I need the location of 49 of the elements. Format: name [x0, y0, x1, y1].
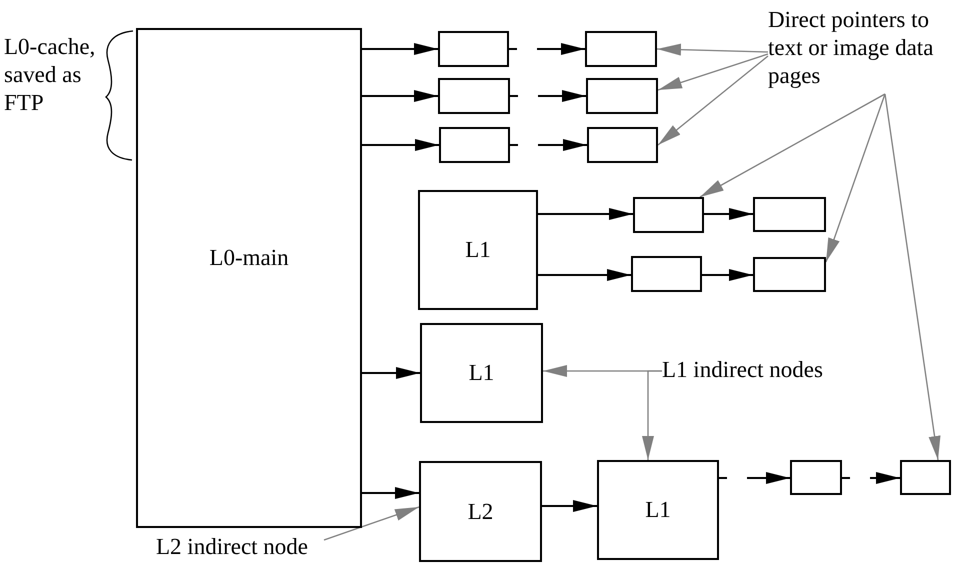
node-box	[418, 190, 538, 310]
brace-label: L0-cache, saved as FTP	[4, 33, 96, 117]
empty-box	[900, 460, 951, 495]
arrow	[542, 500, 597, 512]
arrow	[362, 367, 420, 379]
leader-arrow	[700, 93, 886, 198]
empty-box	[439, 127, 510, 163]
node-box	[597, 460, 719, 560]
leader-arrow	[825, 94, 886, 262]
arrow	[538, 269, 631, 281]
leader-arrow	[656, 44, 768, 56]
leader-arrow	[642, 370, 662, 460]
empty-box	[585, 31, 657, 67]
node-box	[419, 461, 542, 562]
arrow	[702, 269, 753, 281]
empty-box	[753, 257, 826, 292]
annotation-text: L1 indirect nodes	[662, 356, 867, 386]
arrow	[510, 90, 586, 102]
arrow	[362, 487, 419, 499]
arrow	[842, 472, 900, 484]
arrow	[362, 139, 439, 151]
arrow	[538, 208, 633, 220]
arrow	[510, 139, 587, 151]
empty-box	[633, 197, 704, 233]
annotation-text: Direct pointers to text or image data pages	[768, 6, 964, 94]
arrow	[719, 472, 790, 484]
empty-box	[587, 127, 658, 163]
leader-arrow	[884, 94, 940, 460]
annotation-text: L2 indirect node	[156, 533, 324, 563]
node-label: L0-main	[209, 244, 289, 272]
leader-arrow	[658, 56, 768, 146]
leader-arrow	[658, 53, 768, 91]
node-box	[136, 28, 362, 528]
empty-box	[631, 256, 702, 292]
arrow	[509, 43, 585, 55]
empty-box	[790, 460, 842, 495]
node-label: L1	[645, 496, 671, 524]
node-label: L2	[468, 498, 494, 526]
arrow	[362, 90, 438, 102]
empty-box	[438, 78, 510, 114]
empty-box	[753, 197, 826, 232]
empty-box	[586, 78, 658, 114]
node-box	[420, 323, 543, 423]
arrow	[704, 208, 753, 220]
empty-box	[438, 31, 509, 67]
leader-arrow	[324, 506, 420, 541]
node-label: L1	[468, 359, 494, 387]
node-label: L1	[465, 236, 491, 264]
arrow	[362, 43, 438, 55]
